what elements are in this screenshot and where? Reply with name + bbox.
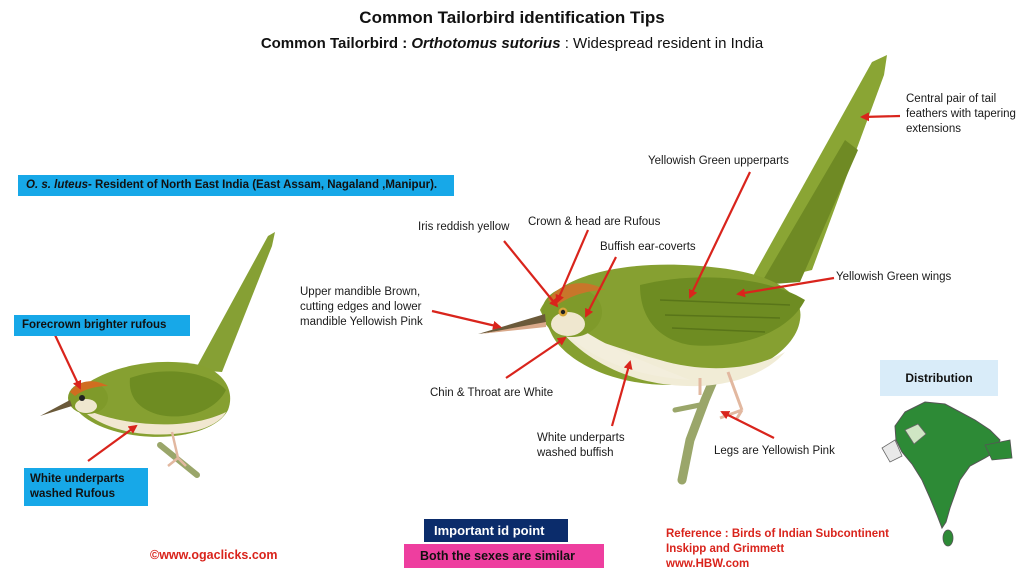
main-underparts-label: White underparts washed buffish (537, 432, 625, 459)
left-bird (40, 232, 275, 478)
page-title: Common Tailorbird identification Tips (359, 8, 665, 27)
reference-block: Reference : Birds of Indian Subcontinent… (666, 527, 889, 572)
wings-label: Yellowish Green wings (836, 271, 952, 283)
legs-label: Legs are Yellowish Pink (714, 445, 835, 457)
distribution-map (881, 401, 1013, 547)
copyright-text: ©www.ogaclicks.com (150, 548, 278, 562)
subtitle-species: Orthotomus sutorius (411, 35, 561, 52)
tail-label: Central pair of tail feathers with taper… (906, 93, 1016, 135)
subtitle-suffix: : Widespread resident in India (560, 35, 764, 52)
main-bird (478, 55, 887, 485)
mandible-label: Upper mandible Brown, cutting edges and … (300, 286, 423, 328)
forecrown-label: Forecrown brighter rufous (14, 315, 190, 336)
reference-title: Reference : Birds of Indian Subcontinent (666, 528, 889, 540)
subtitle-prefix: Common Tailorbird : (260, 35, 412, 52)
annotation-arrows (54, 112, 901, 462)
reference-website: www.HBW.com (666, 558, 750, 570)
page-subtitle: Common Tailorbird : Orthotomus sutorius … (0, 35, 1024, 52)
reference-authors: Inskipp and Grimmett (666, 543, 785, 555)
subspecies-name: O. s. luteus (26, 179, 88, 191)
upperparts-label: Yellowish Green upperparts (648, 155, 789, 167)
subspecies-box: O. s. luteus- Resident of North East Ind… (18, 175, 454, 196)
important-id-box: Important id point (424, 519, 568, 542)
crown-label: Crown & head are Rufous (528, 216, 661, 228)
subspecies-description: - Resident of North East India (East Ass… (88, 179, 438, 191)
sexes-similar-box: Both the sexes are similar (404, 544, 604, 568)
left-underparts-label: White underparts washed Rufous (24, 468, 148, 506)
distribution-label: Distribution (880, 360, 998, 396)
iris-label: Iris reddish yellow (418, 221, 510, 233)
ear-coverts-label: Buffish ear-coverts (600, 241, 696, 253)
chin-label: Chin & Throat are White (430, 387, 554, 399)
